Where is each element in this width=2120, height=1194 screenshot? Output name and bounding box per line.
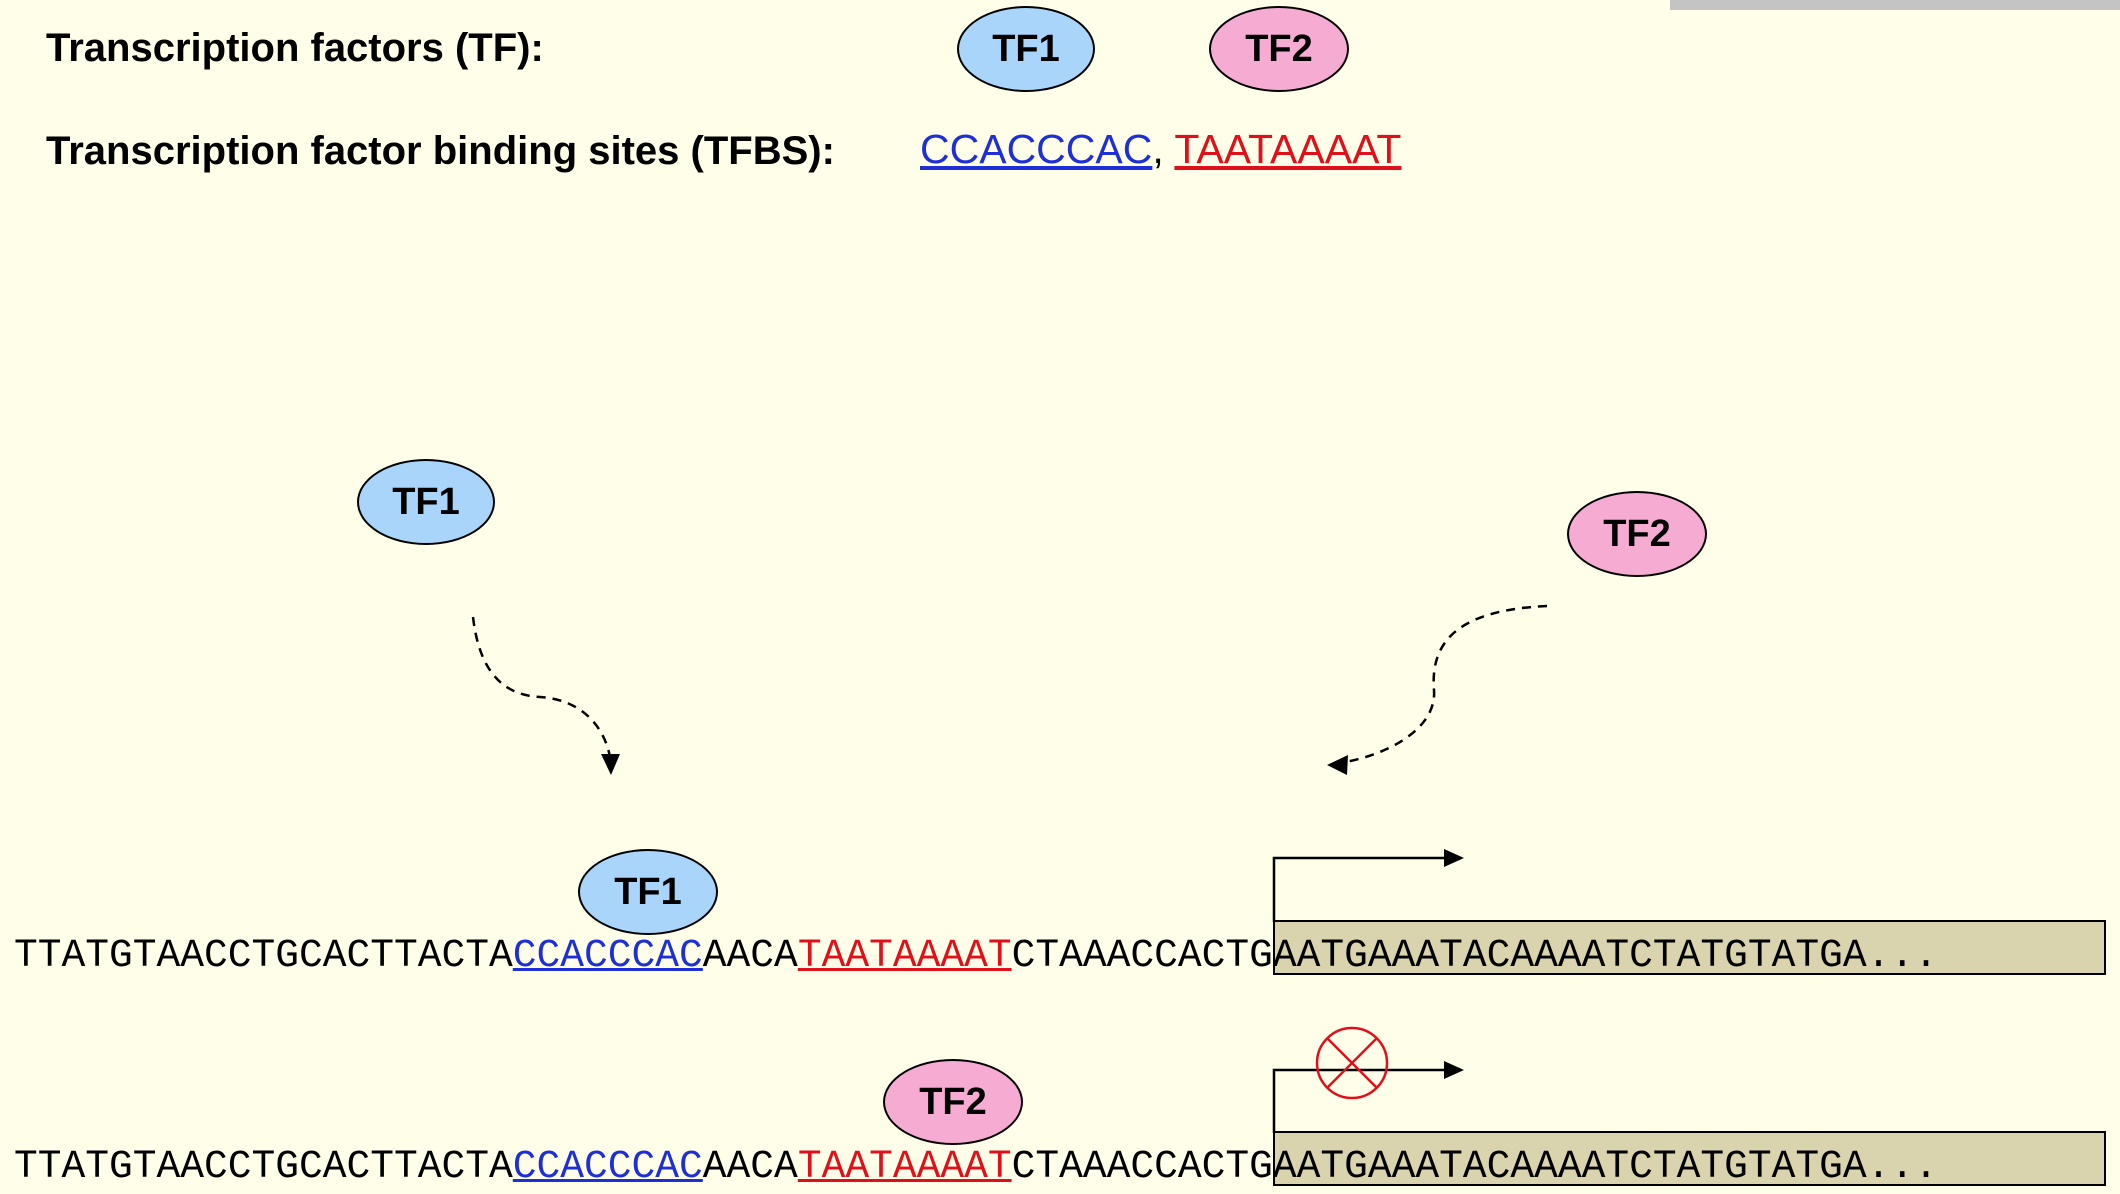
seq1-gene: CTGAATGAAATACAAAATCTATGTATGA... [1201,933,1938,978]
dna-sequence-row1: TTATGTAACCTGCACTTACTACCACCCACAACATAATAAA… [14,936,1938,976]
dashed-curved-arrow-icon [1327,604,1548,775]
seq1-prefix: TTATGTAACCTGCACTTACTA [14,933,513,978]
seq1-spacer: AACA [702,933,798,978]
seq2-prefix: TTATGTAACCTGCACTTACTA [14,1144,513,1189]
bound-tf1-label: TF1 [614,870,682,913]
legend-site1: CCACCCAC [920,126,1153,172]
tfbs-list: CCACCCAC, TAATAAAAT [920,126,1401,173]
free-tf2-ellipse: TF2 [1567,491,1707,577]
legend-tf1-label: TF1 [992,27,1060,70]
seq1-site1: CCACCCAC [512,933,703,978]
free-tf1-label: TF1 [392,480,460,523]
top-edge-bar [1670,0,2120,10]
seq2-gene: CTGAATGAAATACAAAATCTATGTATGA... [1201,1144,1938,1189]
seq2-spacer: AACA [702,1144,798,1189]
legend-site2: TAATAAAAT [1174,126,1402,172]
legend-tf2-ellipse: TF2 [1209,6,1349,92]
bent-arrow-icon [1272,849,1464,922]
bound-tf2-ellipse: TF2 [883,1059,1023,1145]
circle-x-icon [1315,1026,1389,1100]
seq2-site2: TAATAAAAT [797,1144,1012,1189]
dashed-curved-arrow-icon [471,616,620,775]
legend-separator: , [1152,126,1175,172]
tf-legend-heading: Transcription factors (TF): [46,26,544,70]
dna-sequence-row2: TTATGTAACCTGCACTTACTACCACCCACAACATAATAAA… [14,1147,1938,1187]
legend-tf1-ellipse: TF1 [957,6,1095,92]
legend-tf2-label: TF2 [1245,27,1313,70]
bound-tf1-ellipse: TF1 [578,849,718,935]
gene-box-row1 [1273,920,2106,975]
bound-tf2-label: TF2 [919,1080,987,1123]
seq1-pre-gene: CTAAACCA [1011,933,1202,978]
seq1-site2: TAATAAAAT [797,933,1012,978]
tfbs-legend-heading: Transcription factor binding sites (TFBS… [46,129,835,173]
free-tf1-ellipse: TF1 [357,459,495,545]
seq2-pre-gene: CTAAACCA [1011,1144,1202,1189]
free-tf2-label: TF2 [1603,512,1671,555]
gene-box-row2 [1273,1131,2106,1186]
bent-arrow-icon [1272,1061,1464,1133]
seq2-site1: CCACCCAC [512,1144,703,1189]
